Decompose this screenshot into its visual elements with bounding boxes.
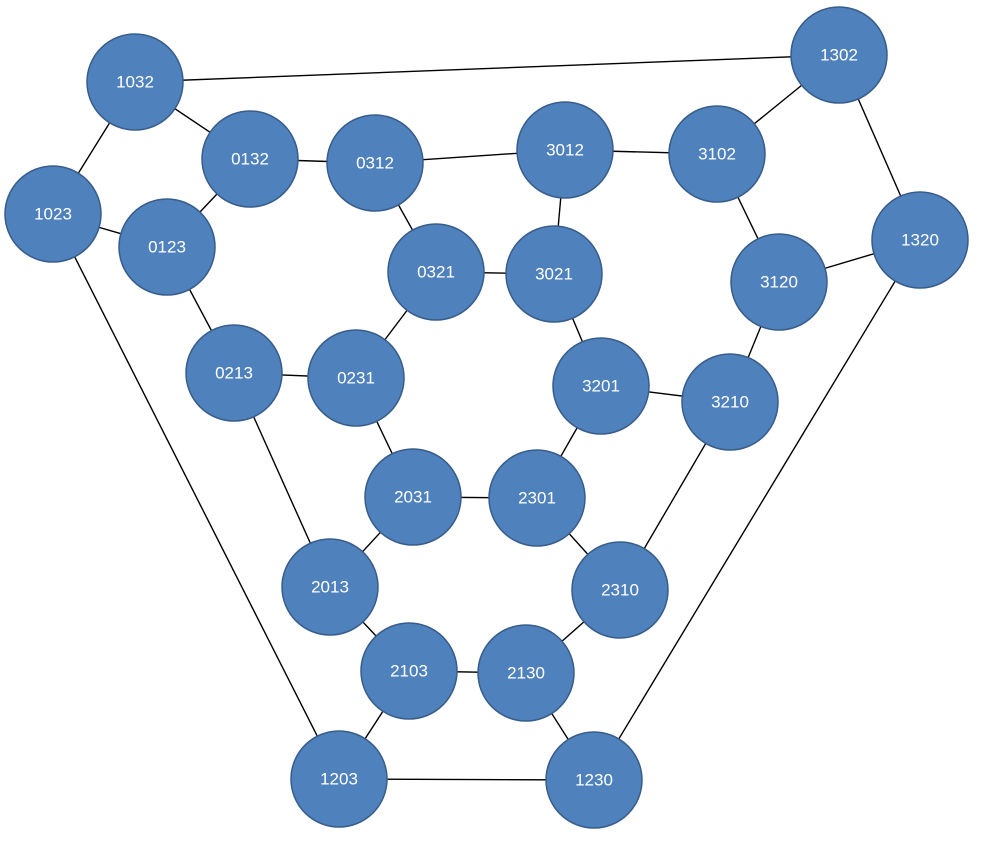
node-label: 0312	[356, 154, 394, 173]
node-label: 2103	[390, 662, 428, 681]
node-circle	[281, 538, 379, 636]
node-label: 2301	[518, 489, 556, 508]
edge-1320-1230	[593, 239, 921, 781]
node-circle	[307, 329, 405, 427]
node-circle	[185, 324, 283, 422]
node-label: 3012	[546, 141, 584, 160]
node-circle	[505, 225, 603, 323]
node-circle	[516, 101, 614, 199]
edge-1023-1203	[52, 213, 340, 780]
node-circle	[790, 6, 888, 104]
node-circle	[201, 110, 299, 208]
node-label: 2310	[601, 581, 639, 600]
node-1023: 1023	[4, 165, 102, 263]
node-circle	[290, 730, 388, 828]
node-circle	[730, 233, 828, 331]
node-circle	[118, 198, 216, 296]
node-0312: 0312	[326, 114, 424, 212]
node-label: 1023	[34, 205, 72, 224]
node-label: 1203	[320, 770, 358, 789]
node-circle	[552, 337, 650, 435]
node-label: 3102	[698, 145, 736, 164]
node-2310: 2310	[571, 541, 669, 639]
node-label: 3021	[535, 265, 573, 284]
node-circle	[477, 624, 575, 722]
node-circle	[4, 165, 102, 263]
node-label: 2031	[394, 488, 432, 507]
node-label: 3210	[711, 393, 749, 412]
node-2130: 2130	[477, 624, 575, 722]
node-label: 2130	[507, 664, 545, 683]
node-2031: 2031	[364, 448, 462, 546]
node-label: 0321	[417, 263, 455, 282]
node-1230: 1230	[545, 731, 643, 829]
node-label: 1302	[820, 46, 858, 65]
node-label: 2013	[311, 578, 349, 597]
node-circle	[668, 105, 766, 203]
node-circle	[488, 449, 586, 547]
node-label: 1032	[116, 73, 154, 92]
nodes: 1032 1302 1023 0132 0312 3012 3102 1320 0123 0321…	[4, 6, 969, 829]
node-1032: 1032	[86, 33, 184, 131]
node-0213: 0213	[185, 324, 283, 422]
node-circle	[360, 622, 458, 720]
node-label: 0213	[215, 364, 253, 383]
node-0231: 0231	[307, 329, 405, 427]
node-3210: 3210	[681, 353, 779, 451]
node-circle	[871, 191, 969, 289]
node-label: 0123	[148, 238, 186, 257]
node-label: 3201	[582, 377, 620, 396]
node-label: 0132	[231, 150, 269, 169]
node-circle	[364, 448, 462, 546]
node-0123: 0123	[118, 198, 216, 296]
node-1203: 1203	[290, 730, 388, 828]
node-label: 0231	[337, 369, 375, 388]
node-circle	[571, 541, 669, 639]
node-circle	[681, 353, 779, 451]
node-0132: 0132	[201, 110, 299, 208]
node-3201: 3201	[552, 337, 650, 435]
node-2301: 2301	[488, 449, 586, 547]
node-label: 3120	[760, 273, 798, 292]
node-3021: 3021	[505, 225, 603, 323]
node-0321: 0321	[387, 223, 485, 321]
node-circle	[326, 114, 424, 212]
node-circle	[545, 731, 643, 829]
node-label: 1230	[575, 771, 613, 790]
node-2013: 2013	[281, 538, 379, 636]
node-1302: 1302	[790, 6, 888, 104]
node-1320: 1320	[871, 191, 969, 289]
node-3012: 3012	[516, 101, 614, 199]
node-2103: 2103	[360, 622, 458, 720]
node-circle	[86, 33, 184, 131]
edge-1032-1302	[134, 54, 840, 83]
node-circle	[387, 223, 485, 321]
node-label: 1320	[901, 231, 939, 250]
node-3120: 3120	[730, 233, 828, 331]
node-3102: 3102	[668, 105, 766, 203]
